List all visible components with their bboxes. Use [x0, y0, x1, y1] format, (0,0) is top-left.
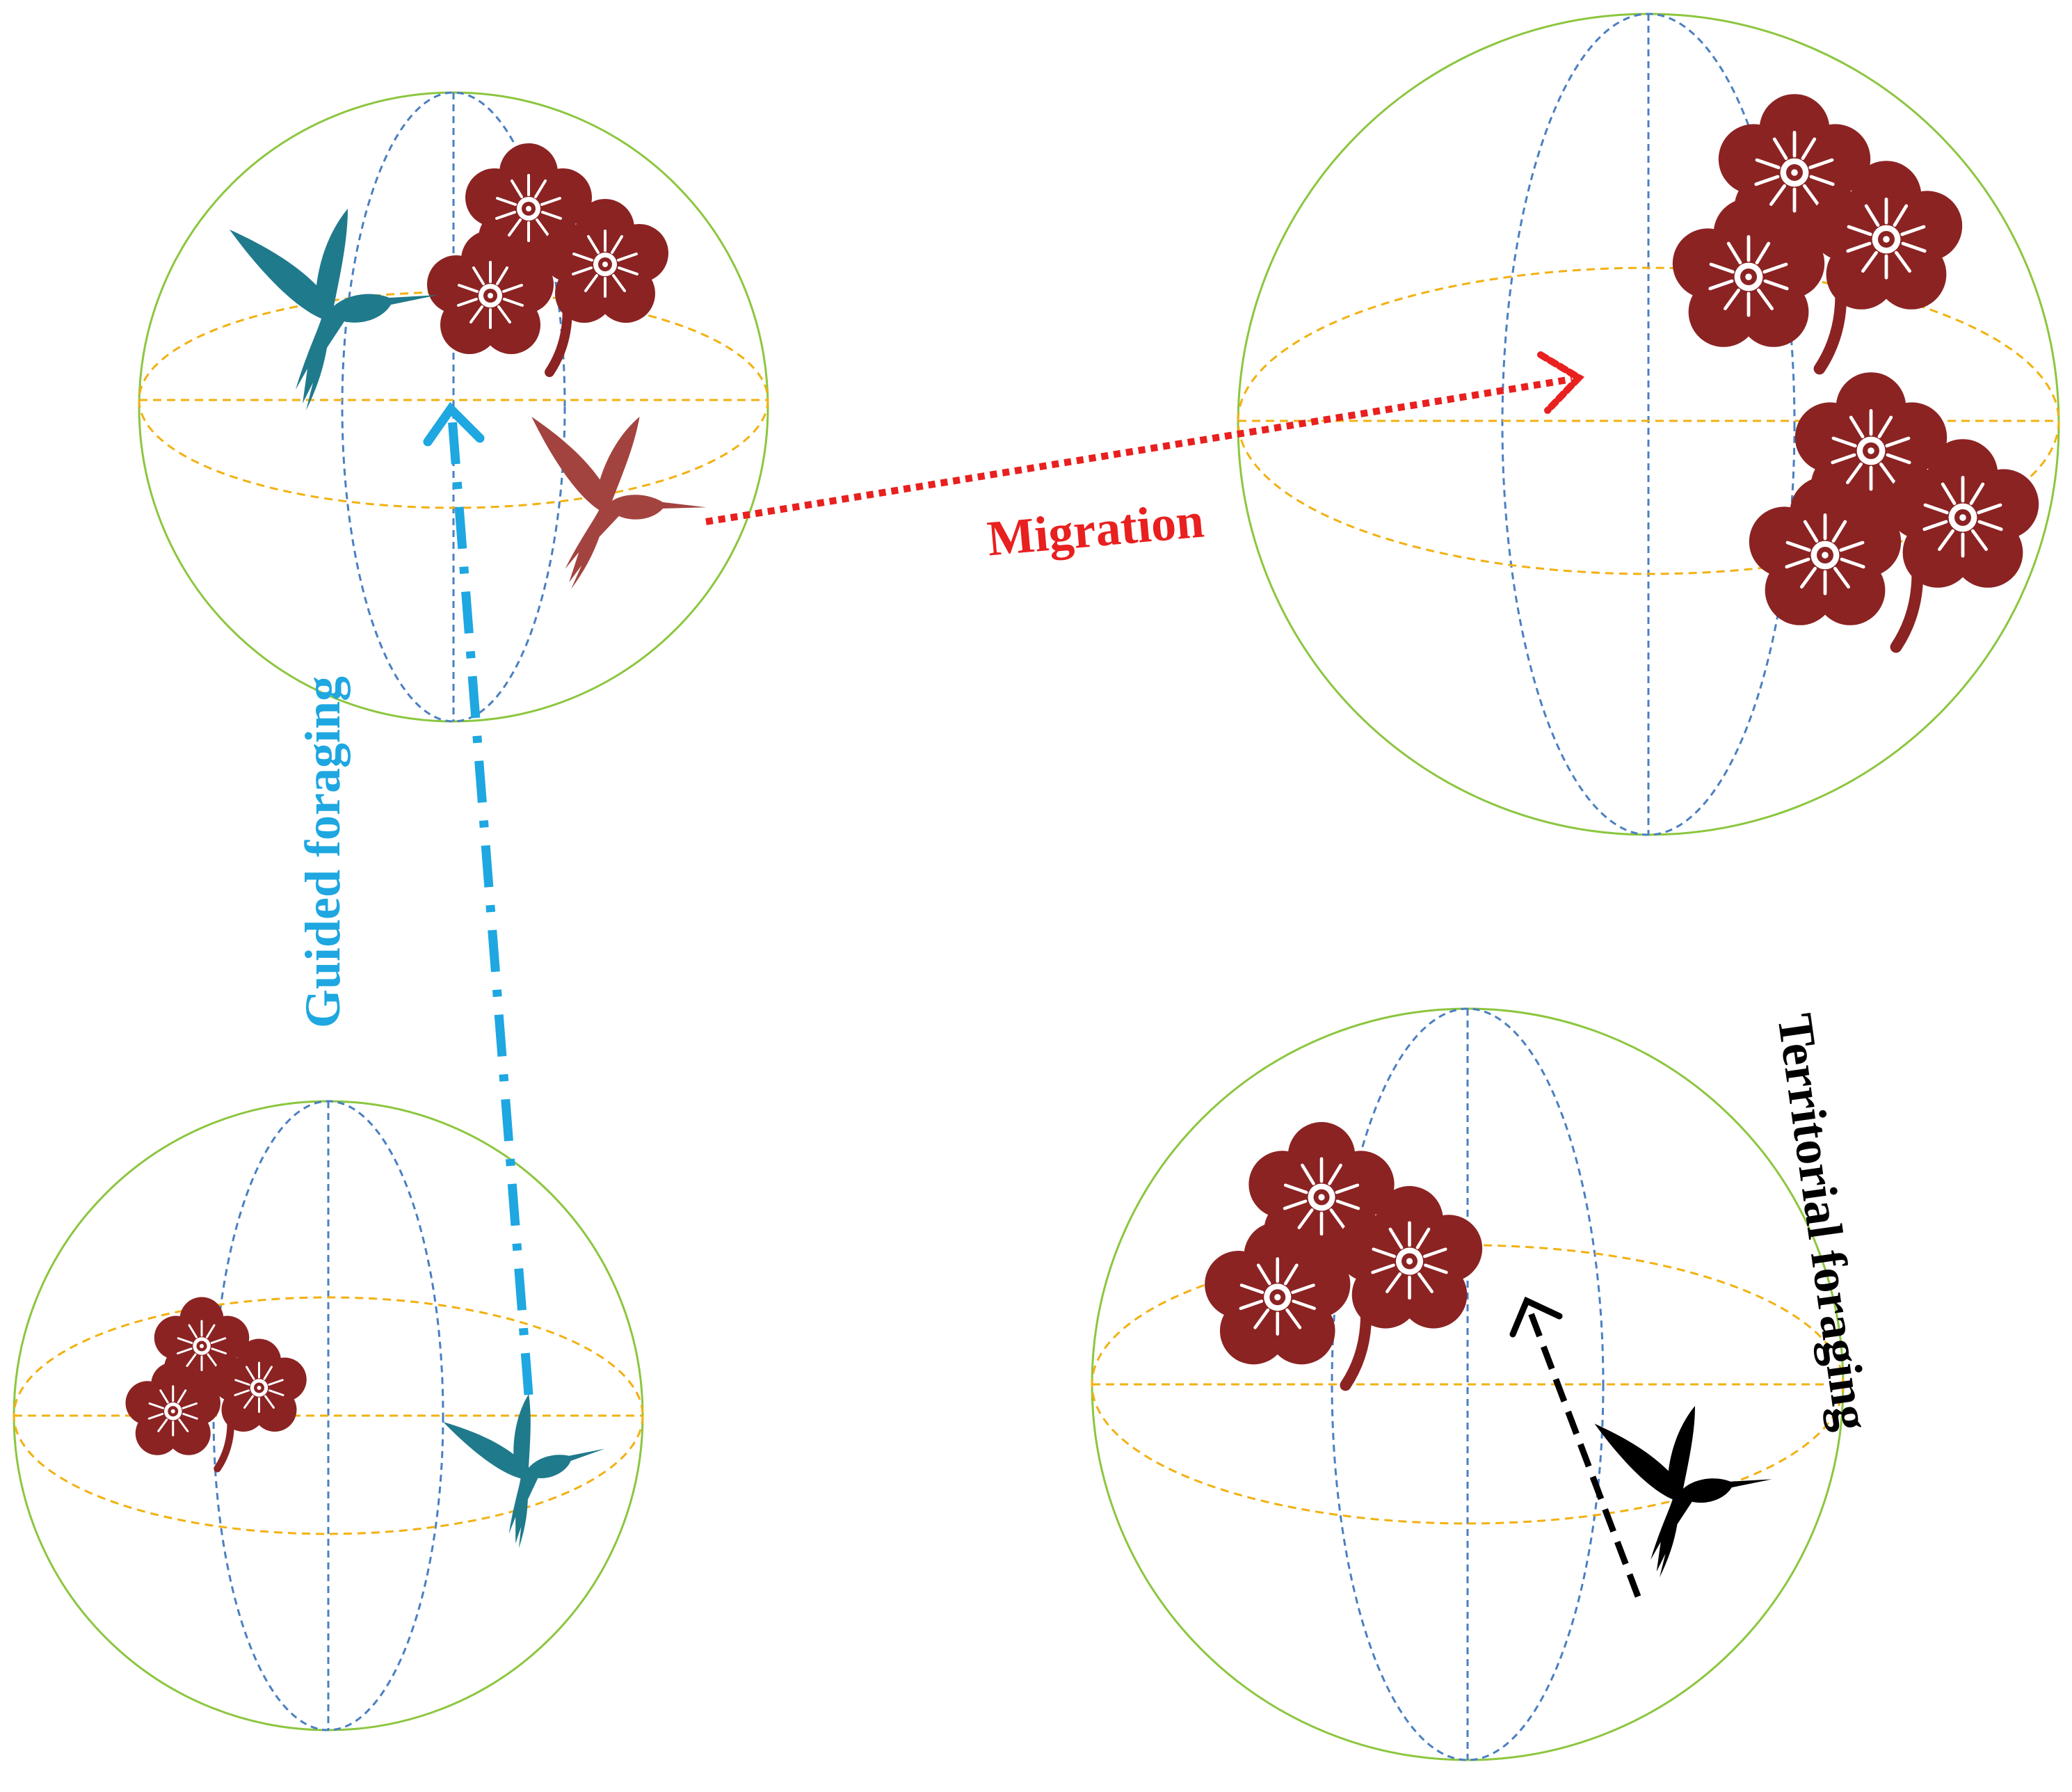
sphere-bottom-left [13, 1100, 644, 1731]
flower-cluster-icon [1673, 94, 1962, 369]
guided-foraging-label: Guided foraging [295, 676, 351, 1028]
territorial-foraging-arrow [1509, 1296, 1641, 1598]
flower-cluster-icon [126, 1297, 307, 1469]
flower-cluster-icon [1205, 1122, 1482, 1385]
hummingbird-icon [230, 209, 438, 410]
migration-arrow [705, 351, 1584, 525]
hummingbird-icon [440, 1384, 618, 1557]
flower-cluster-icon [1749, 372, 2039, 647]
sphere-bottom-right [1091, 1007, 1845, 1761]
flower-cluster-icon [427, 143, 668, 372]
migration-label: Migration [985, 493, 1206, 567]
guided-foraging-arrow [423, 401, 533, 1395]
territorial-foraging-label: Territorial foraging [1767, 1010, 1880, 1433]
